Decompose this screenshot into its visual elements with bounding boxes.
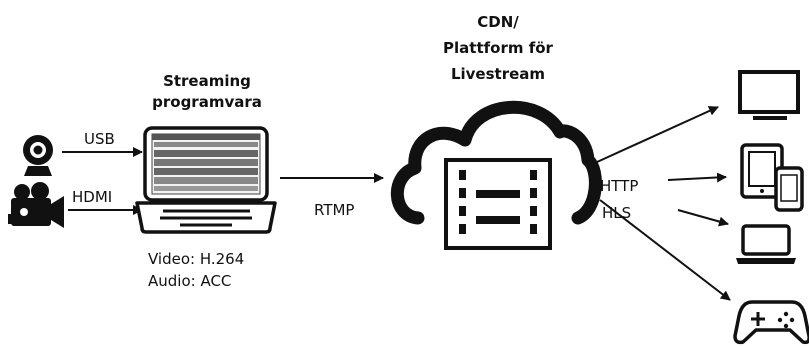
usb-label: USB: [84, 130, 115, 148]
film-strip-icon: [444, 158, 552, 250]
software-label-1: Streaming: [163, 72, 251, 90]
tablet-phone-icon: [740, 143, 804, 212]
laptop-icon: [135, 126, 277, 234]
laptop-small-icon: [736, 224, 796, 264]
http-label: HTTP: [600, 177, 639, 195]
rtmp-label: RTMP: [314, 201, 355, 219]
cdn-label-2: Plattform för: [443, 39, 553, 57]
cdn-label-3: Livestream: [450, 65, 546, 83]
hls-label: HLS: [602, 204, 632, 222]
laptop-arrow: [677, 209, 729, 227]
hdmi-label: HDMI: [72, 188, 113, 206]
tablet-arrow: [667, 172, 727, 183]
webcam-icon: [23, 135, 53, 176]
audio-codec-label: Audio: ACC: [148, 272, 232, 290]
video-camera-icon: [8, 182, 64, 228]
tv-arrow: [596, 106, 719, 163]
video-codec-label: Video: H.264: [148, 250, 245, 268]
cdn-label-1: CDN/: [477, 13, 519, 31]
gamepad-icon: [733, 300, 809, 345]
gamepad-arrow: [599, 199, 731, 301]
software-label-2: programvara: [152, 93, 262, 111]
cloud-icon: [390, 100, 602, 225]
tv-icon: [738, 70, 800, 120]
